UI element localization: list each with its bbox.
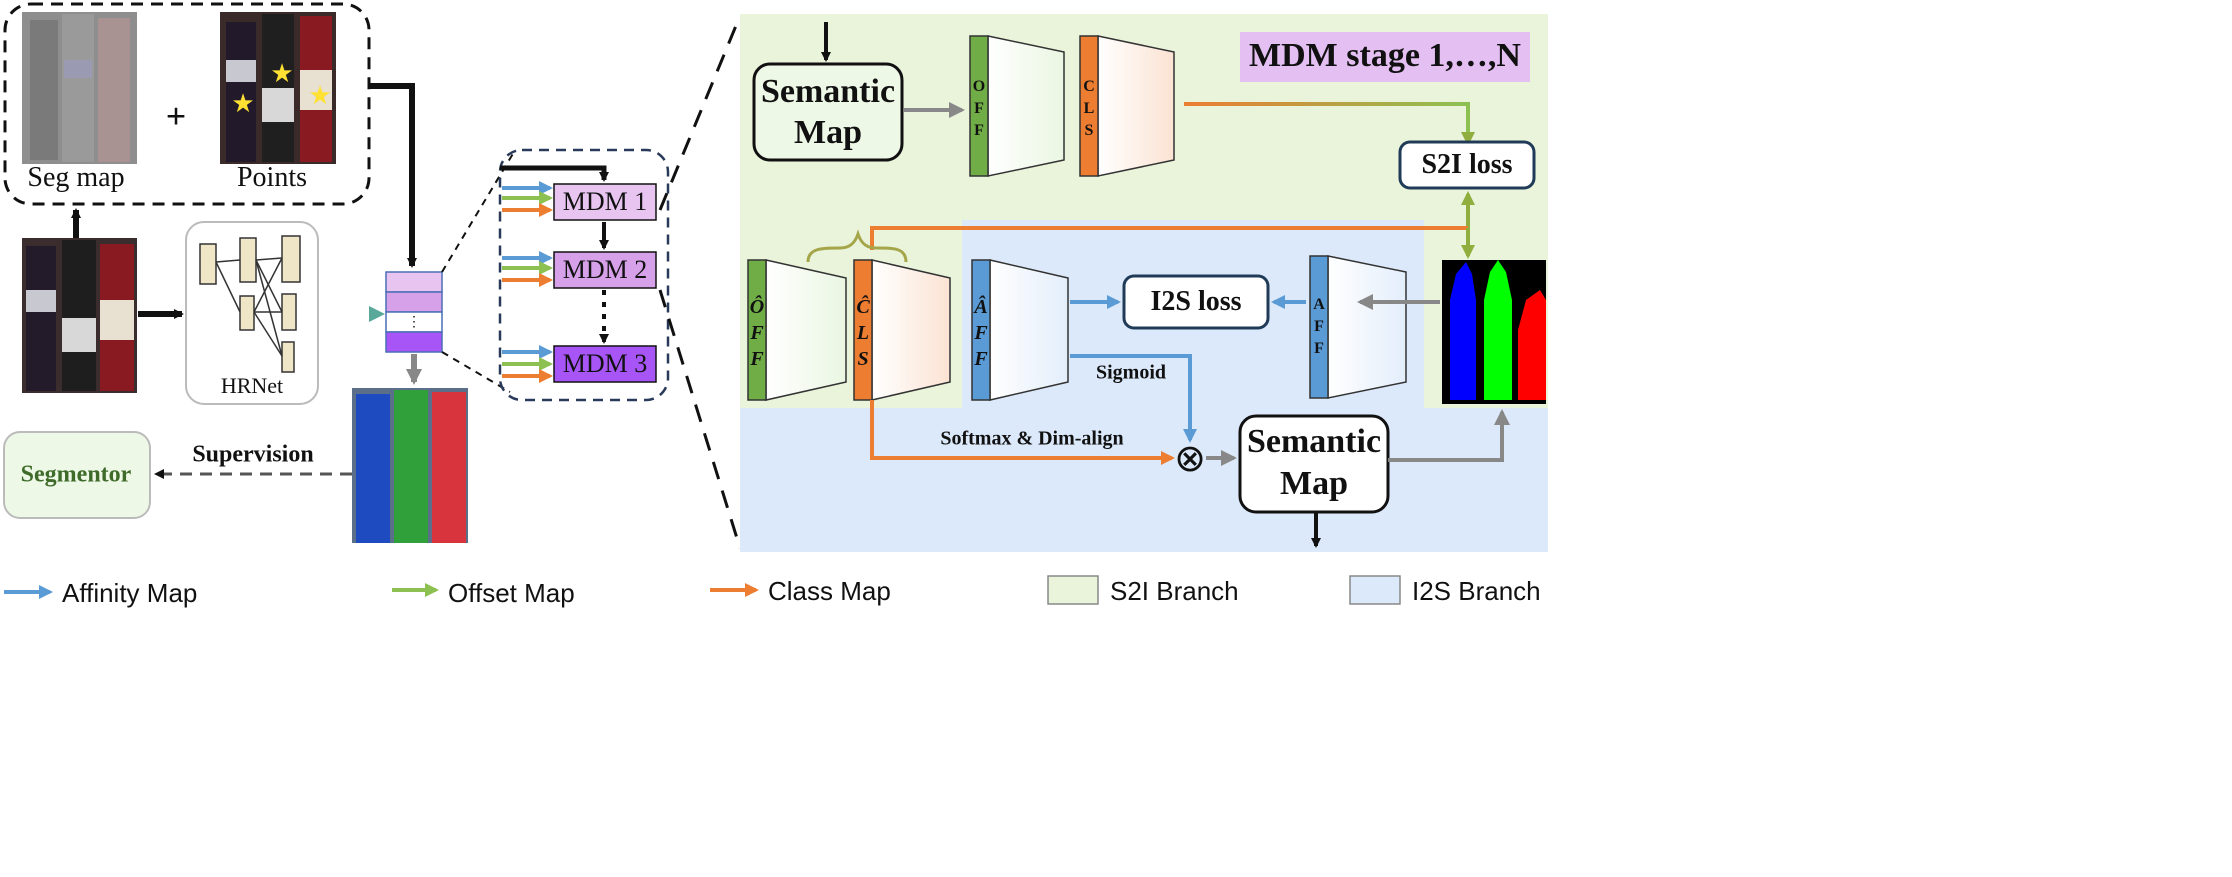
semantic-map-bottom-line2: Map — [1280, 465, 1348, 502]
mdm-3-inputs — [502, 345, 553, 383]
supervision-label: Supervision — [192, 441, 314, 468]
sigmoid-label: Sigmoid — [1095, 361, 1167, 384]
legend-offset-label: Offset Map — [448, 578, 575, 608]
i2s-loss-label: I2S loss — [1150, 286, 1242, 317]
semantic-map-top-line2: Map — [794, 114, 862, 151]
segmentor-label: Segmentor — [20, 461, 132, 488]
brace — [806, 229, 908, 263]
ellipsis-icon: ⋮ — [407, 315, 421, 330]
points-image — [220, 12, 336, 164]
point-star-icon: ★ — [308, 81, 331, 110]
legend-i2s-label: I2S Branch — [1412, 576, 1541, 606]
points-label: Points — [236, 162, 308, 193]
legend-s2i-label: S2I Branch — [1110, 576, 1239, 606]
point-star-icon: ★ — [270, 59, 293, 88]
point-star-icon: ★ — [231, 89, 254, 118]
legend-i2s-swatch — [1349, 575, 1401, 605]
legend-class-label: Class Map — [768, 576, 891, 606]
mdm-1-box — [553, 183, 657, 221]
aff-feature-right — [1309, 255, 1407, 399]
segmentor-box — [3, 431, 151, 519]
output-image — [352, 388, 468, 543]
annotation-dashed-box — [3, 2, 371, 206]
stage-title: MDM stage 1,…,N — [1249, 37, 1521, 74]
mdm-group-box — [498, 148, 670, 402]
mdm-feature-stack — [385, 271, 443, 353]
semantic-map-top-box — [752, 62, 904, 162]
off-feature-top — [969, 35, 1065, 177]
hrnet-icon — [199, 235, 301, 373]
semantic-map-bottom-line1: Semantic — [1246, 423, 1382, 460]
softmax-label: Softmax & Dim-align — [940, 427, 1124, 450]
mdm-1-label: MDM 1 — [562, 187, 648, 216]
mdm-2-inputs — [502, 251, 553, 287]
hrnet-label: HRNet — [220, 373, 284, 398]
legend-affinity-label: Affinity Map — [62, 578, 198, 608]
off-hat-feature — [747, 259, 847, 401]
semantic-map-top-line1: Semantic — [760, 73, 896, 110]
i2s-branch-region-bottom — [740, 408, 1548, 552]
mdm-3-box — [553, 345, 657, 383]
s2i-loss-box — [1398, 140, 1536, 190]
plus-sign: + — [165, 96, 187, 136]
segmentation-result-image — [1442, 260, 1546, 404]
stage-title-box — [1240, 32, 1530, 82]
s2i-loss-label: S2I loss — [1421, 149, 1513, 180]
seg-map-label: Seg map — [27, 162, 125, 193]
seg-map-image — [22, 12, 137, 164]
mdm-2-label: MDM 2 — [562, 255, 648, 284]
legend-s2i-swatch — [1047, 575, 1099, 605]
cls-feature-top — [1079, 35, 1175, 177]
aff-hat-feature — [971, 259, 1069, 401]
mdm-2-box — [553, 251, 657, 289]
mdm-3-label: MDM 3 — [562, 349, 648, 378]
mdm-1-inputs — [502, 181, 553, 217]
input-image — [22, 238, 137, 393]
multiply-icon: ⊗ — [1174, 438, 1206, 480]
i2s-loss-box — [1122, 274, 1270, 330]
cls-hat-feature — [853, 259, 951, 401]
